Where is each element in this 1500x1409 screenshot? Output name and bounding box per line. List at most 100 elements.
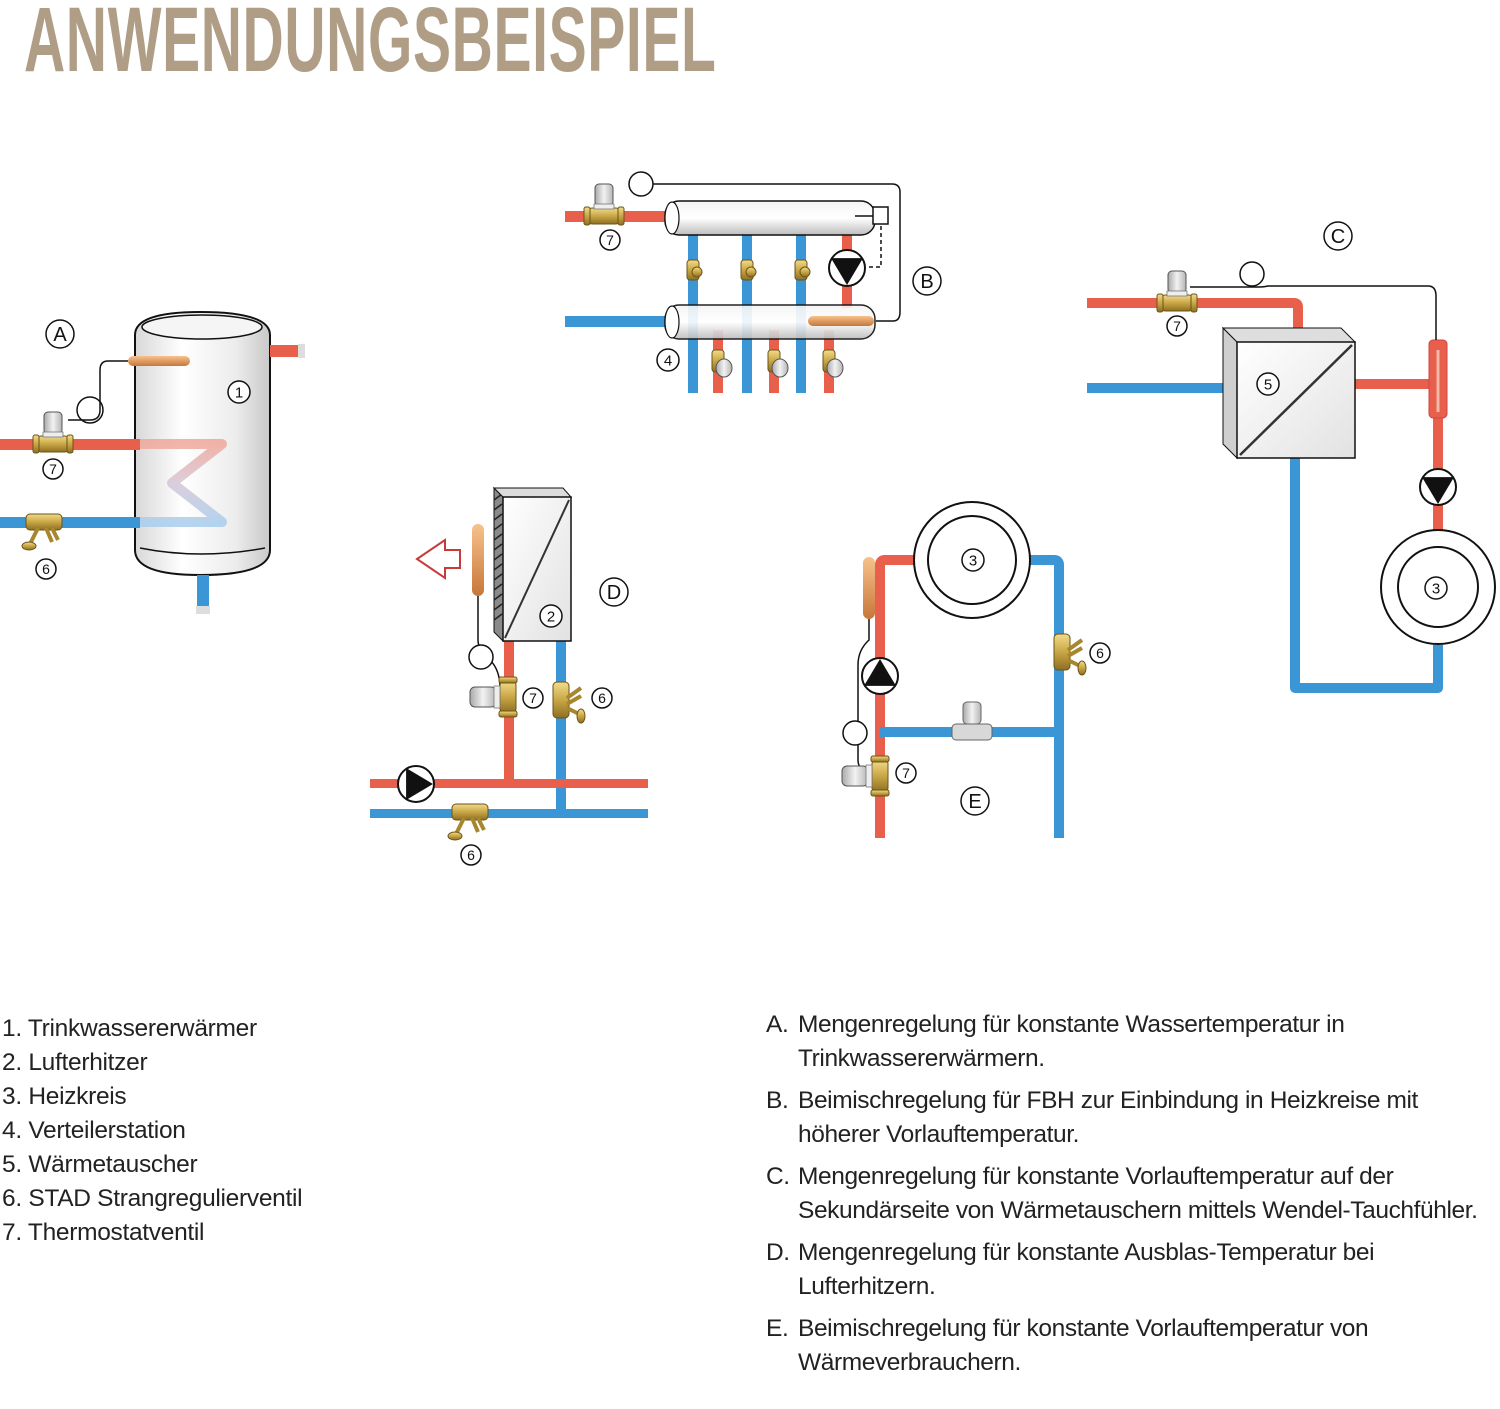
application-legend-item: D.Mengenregelung für konstante Ausblas-T… [766,1236,1478,1304]
heat-exchanger-side [1222,326,1238,460]
scheme-label-a: A [45,319,75,349]
component-marker-3: 3 [1424,576,1448,600]
heating-coil [140,439,227,527]
circulation-pump-icon [828,249,866,287]
component-marker-7: 7 [522,687,544,709]
thermostatic-valve-icon [1156,270,1198,313]
component-marker-1: 1 [227,380,251,404]
component-number: 3. [2,1083,29,1110]
temperature-sensor-icon [863,557,875,619]
supply-manifold [664,200,876,236]
component-number: 2. [2,1049,29,1076]
scheme-label-e-text: E [968,791,981,813]
component-marker-7: 7 [42,458,64,480]
cold-return-pipe [0,517,140,528]
component-marker-6: 6 [460,844,482,866]
component-marker-7-text: 7 [529,690,537,706]
return-valve-icon [711,349,733,378]
application-legend-item: E.Beimischregelung für konstante Vorlauf… [766,1312,1478,1380]
capillary-coil [468,644,494,670]
manifold-end [664,305,680,339]
bypass-valve-icon [951,701,993,741]
component-label: Heizkreis [28,1083,127,1110]
application-description: Mengenregelung für konstante Ausblas-Tem… [798,1239,1375,1300]
temperature-sensor-icon [472,524,484,596]
component-marker-3-text: 3 [1432,580,1440,597]
component-legend-item: 4. Verteilerstation [2,1114,302,1148]
component-marker-7-text: 7 [606,232,614,248]
scheme-c-heat-exchanger [1087,261,1448,693]
component-marker-7-text: 7 [1173,318,1181,334]
circulation-pump-icon [861,657,899,695]
component-marker-7: 7 [599,229,621,251]
secondary-return-pipe [1290,455,1443,693]
components-layer [21,183,1496,841]
balancing-valve-icon [552,681,586,724]
capillary-tube [1190,285,1437,340]
capillary-coil [842,720,868,746]
capillary-tube [652,183,901,322]
cold-main-pipe [370,809,648,818]
component-number: 4. [2,1117,29,1144]
controller-box [872,206,889,225]
component-legend-item: 6. STAD Strangregulierventil [2,1182,303,1216]
component-marker-1-text: 1 [235,384,243,401]
component-marker-6: 6 [591,687,613,709]
hot-main-pipe [370,779,648,788]
scheme-a-drinking-water-heater [0,310,305,614]
component-marker-7-text: 7 [49,461,57,477]
component-marker-6-text: 6 [598,690,606,706]
component-legend-item: 7. Thermostatventil [2,1216,302,1250]
component-legend-item: 2. Lufterhitzer [2,1046,302,1080]
application-legend-item: A. Mengenregelung für konstante Wassertem… [766,1008,1478,1076]
component-legend-item: 1. Trinkwassererwärmer [2,1012,302,1046]
application-legend-item: C.Mengenregelung für konstante Vorlaufte… [766,1160,1478,1228]
component-label: STAD Strangregulierventil [28,1185,303,1212]
hot-supply-pipe [1087,298,1303,335]
capillary-coil [76,396,104,424]
component-marker-7: 7 [895,762,917,784]
application-description: Mengenregelung für konstante Wassertempe… [798,1011,1345,1072]
circulation-pump-icon [1419,468,1457,506]
component-marker-6: 6 [1089,642,1111,664]
temperature-sensor-icon [128,356,190,366]
component-marker-5-text: 5 [1264,376,1272,393]
hot-supply-pipe [875,555,918,838]
component-marker-7: 7 [1166,315,1188,337]
balancing-valve-icon [447,803,489,841]
tank-top [141,314,263,340]
thermostatic-valve-icon [841,755,890,797]
scheme-label-b: B [912,266,942,296]
air-heater-fins [493,493,503,621]
application-legend-item: B.Beimischregelung für FBH zur Einbindun… [766,1084,1478,1152]
cold-return-pipe [1087,383,1227,393]
application-key: C. [766,1163,790,1190]
tank-bottom-ring [139,547,266,555]
component-marker-2-text: 2 [547,608,555,625]
secondary-supply-riser [1433,360,1443,535]
application-key: A. [766,1011,789,1038]
return-valve-icon [767,349,789,378]
heat-exchanger-top [1221,327,1357,343]
manifold-valve-icon [740,259,757,281]
component-number: 5. [2,1151,29,1178]
component-marker-7-text: 7 [902,765,910,781]
component-label: Wärmetauscher [28,1151,198,1178]
application-key: B. [766,1087,789,1114]
component-label: Verteilerstation [28,1117,186,1144]
component-marker-3: 3 [961,548,985,572]
scheme-label-e: E [960,786,990,816]
application-key: E. [766,1315,789,1342]
air-heater-top [492,487,573,498]
cold-return-pipe [565,316,675,327]
cold-return-pipe [556,640,566,815]
air-heater-diagonal [504,499,570,639]
component-marker-3-text: 3 [969,552,977,569]
capillary-coil [628,171,654,197]
scheme-label-c: C [1323,221,1353,251]
component-marker-6: 6 [35,558,57,580]
temperature-sensor-icon [808,316,874,326]
scheme-label-d: D [599,577,629,607]
